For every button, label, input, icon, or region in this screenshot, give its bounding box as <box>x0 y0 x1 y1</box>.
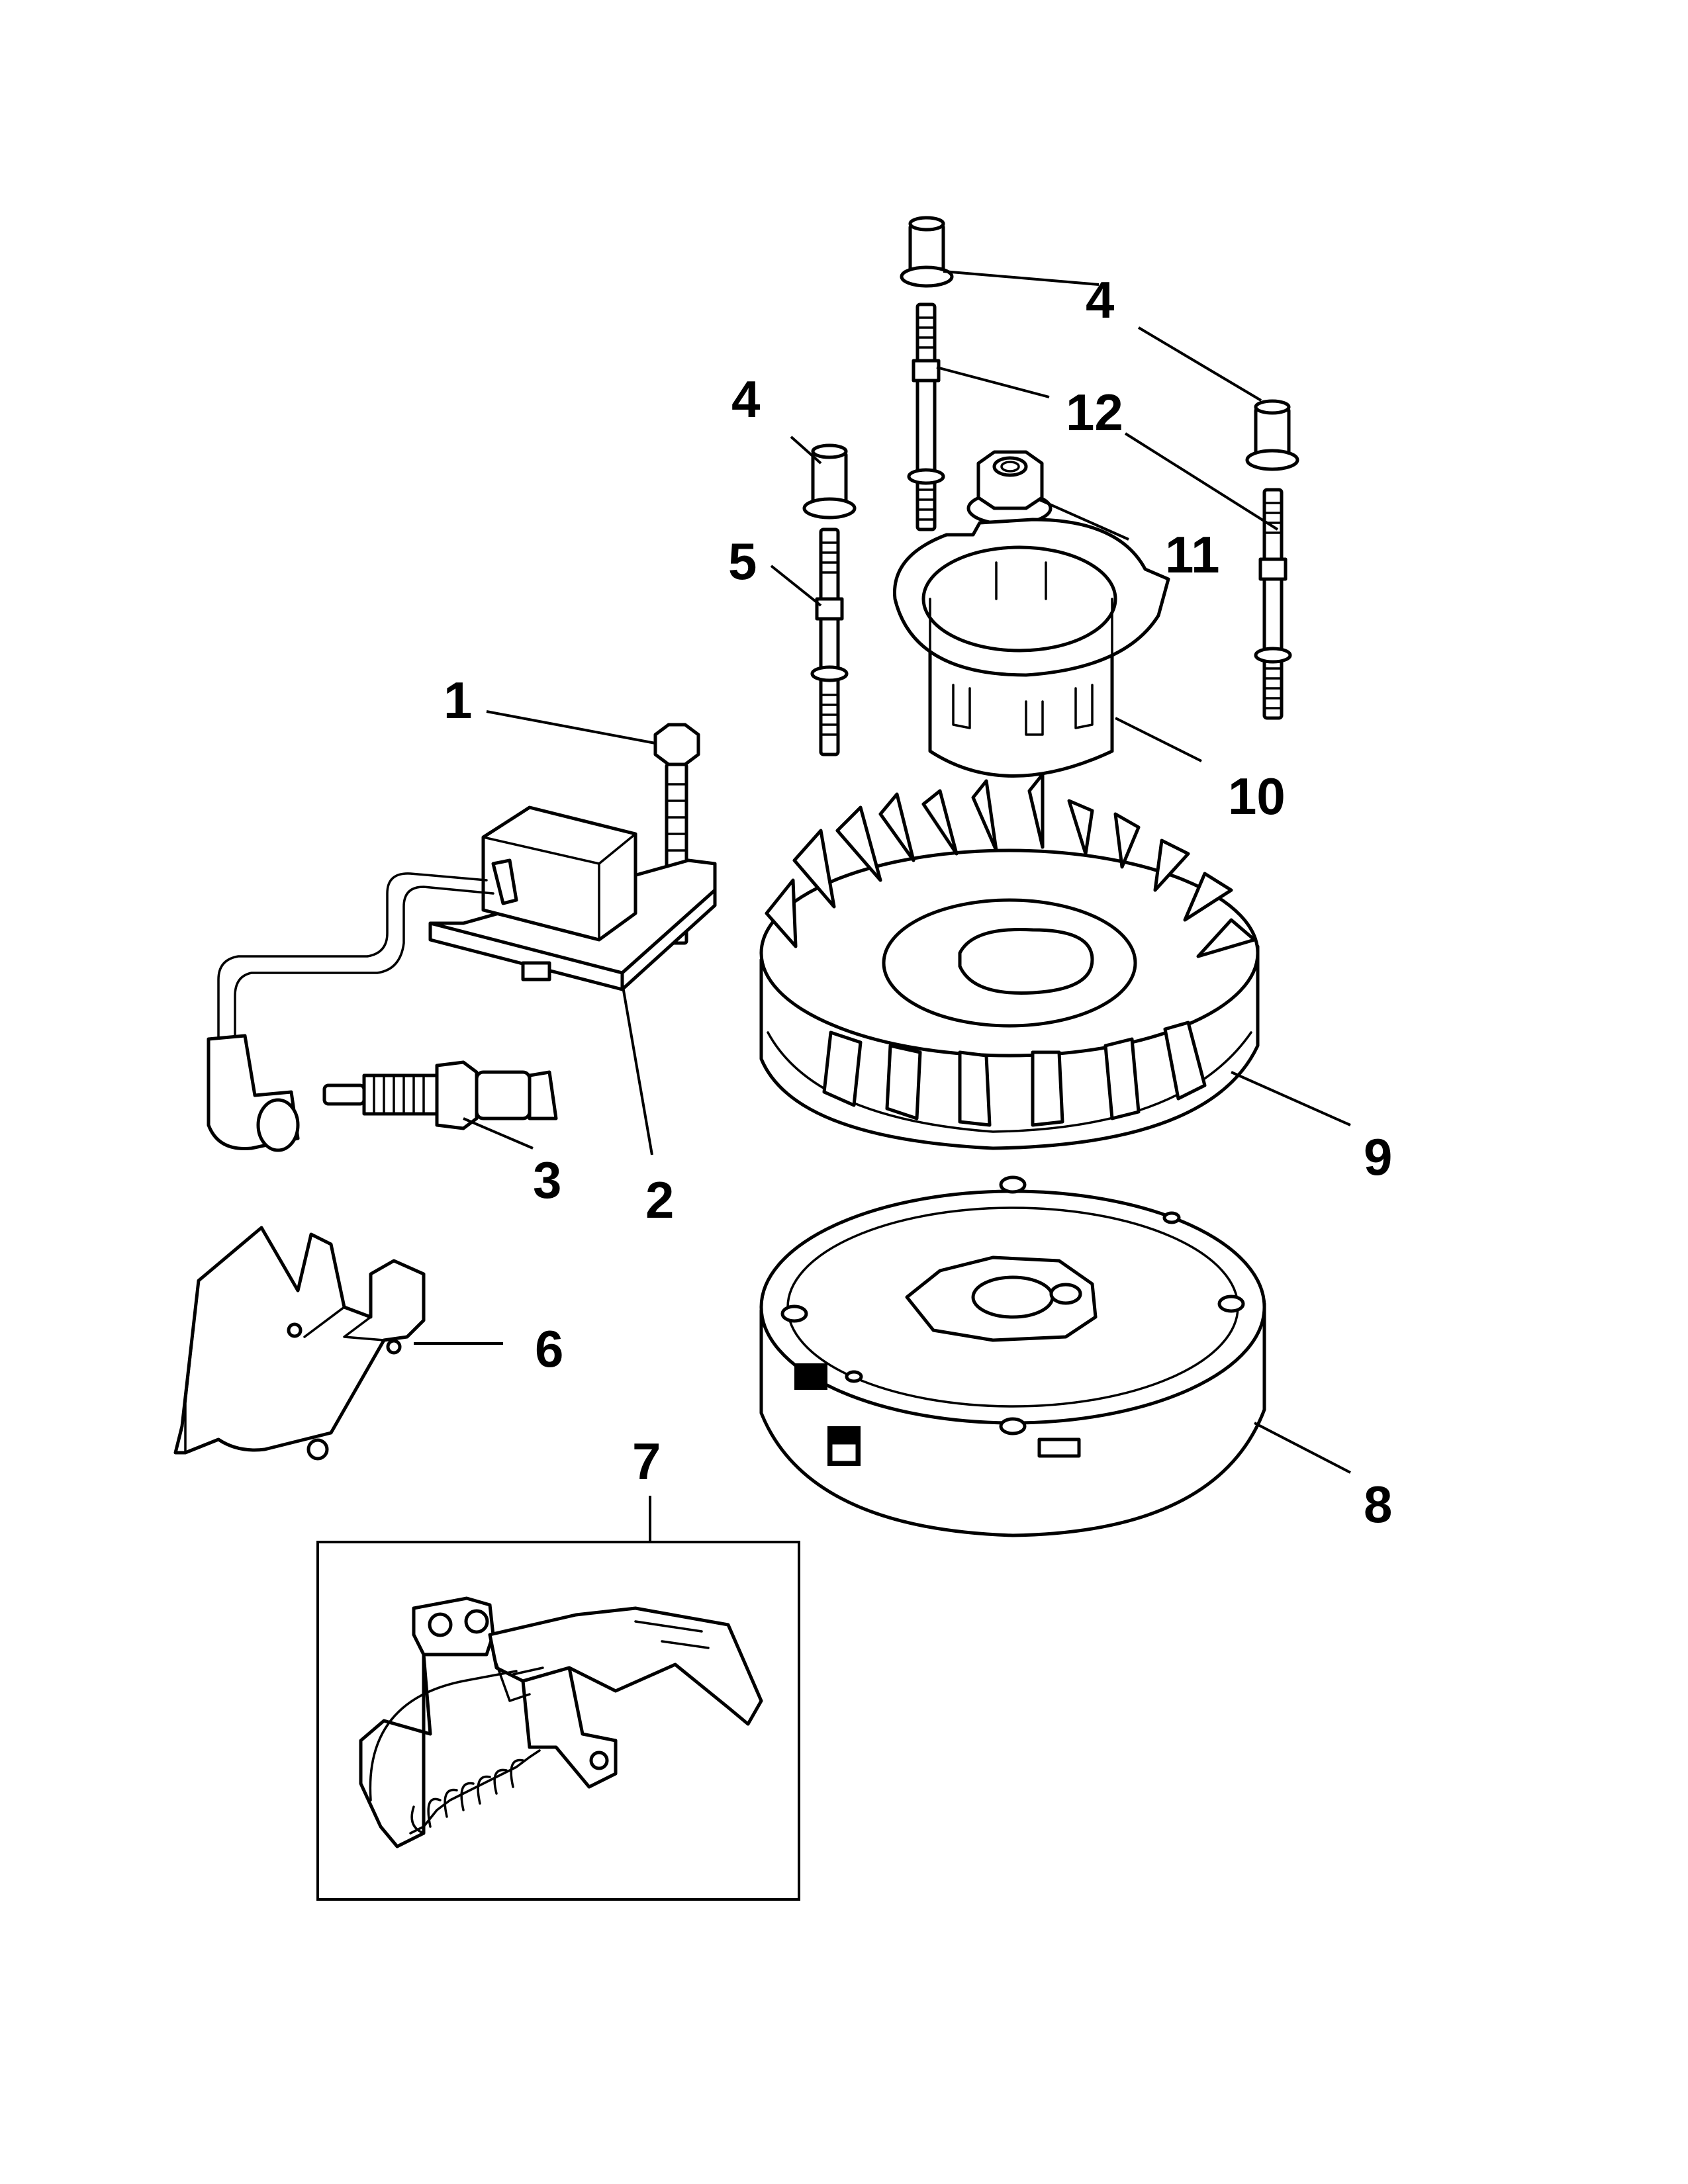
spacer-part-4-right <box>1245 399 1299 471</box>
spark-plug-part-3 <box>322 1060 558 1130</box>
callout-7: 7 <box>632 1432 661 1490</box>
flywheel-part-8 <box>759 1175 1266 1537</box>
callout-12: 12 <box>1066 383 1123 441</box>
callout-10: 10 <box>1228 767 1286 825</box>
spark-plug-lead <box>207 872 494 1152</box>
spacer-part-4-top <box>900 216 954 288</box>
leader-lines <box>414 270 1351 1542</box>
callout-11: 11 <box>1165 525 1219 584</box>
callout-2: 2 <box>645 1171 674 1229</box>
callout-6: 6 <box>535 1320 563 1378</box>
ignition-armature-part-2 <box>428 805 717 991</box>
callout-3: 3 <box>533 1151 561 1209</box>
stud-part-12-right <box>1254 488 1292 720</box>
callout-9: 9 <box>1364 1128 1392 1186</box>
flange-nut-part-11 <box>966 450 1053 526</box>
starter-cup-part-10 <box>892 518 1170 778</box>
callout-4-left: 4 <box>731 370 760 428</box>
bolt-part-1 <box>653 723 700 945</box>
fan-part-9 <box>759 772 1260 1150</box>
inset-part-7 <box>316 1541 800 1901</box>
callout-5: 5 <box>728 532 757 590</box>
callout-8: 8 <box>1364 1475 1392 1533</box>
callout-1: 1 <box>444 671 472 729</box>
spacer-part-4-left <box>802 443 857 520</box>
stud-part-12-center <box>907 302 945 531</box>
bracket-part-6 <box>173 1226 426 1461</box>
stud-part-5 <box>810 527 849 756</box>
callout-4-top: 4 <box>1086 271 1114 329</box>
callout-labels: 1 2 3 4 4 5 6 7 8 9 10 11 12 <box>444 271 1392 1533</box>
